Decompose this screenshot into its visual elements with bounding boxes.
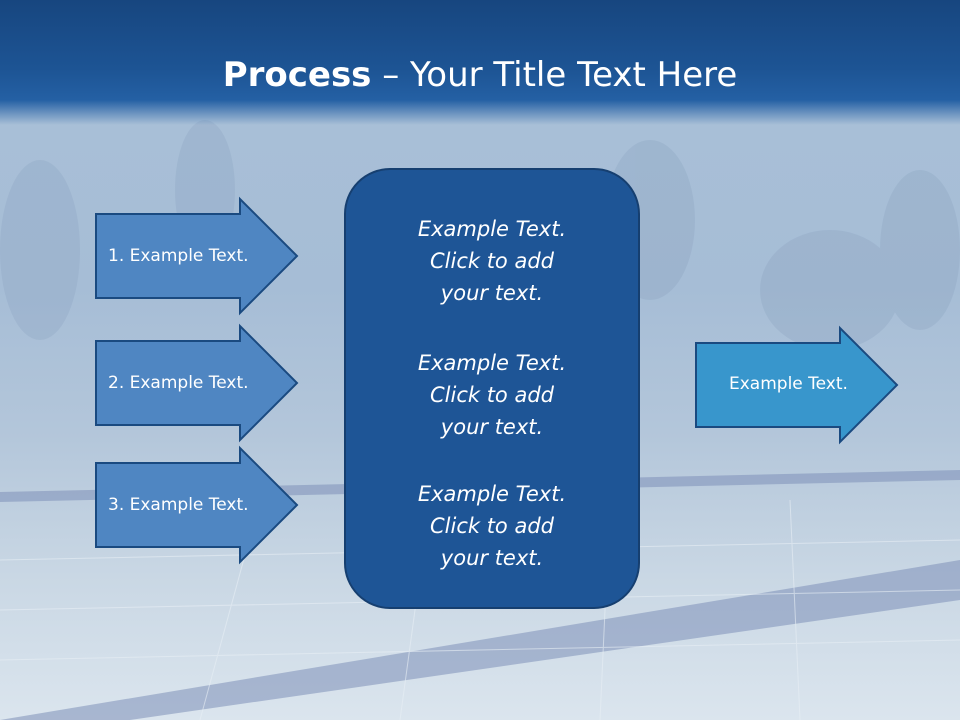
input-arrow-3[interactable] — [95, 445, 299, 565]
center-text-line: your text. — [440, 546, 544, 570]
title-banner — [0, 0, 960, 125]
slide-title[interactable]: Process – Your Title Text Here — [0, 52, 960, 98]
center-text-line: Example Text. — [417, 217, 567, 241]
center-text-line: your text. — [440, 415, 544, 439]
center-text-line: Click to add — [429, 383, 554, 407]
center-text-line: Example Text. — [417, 482, 567, 506]
center-text-line: Click to add — [429, 514, 554, 538]
center-text-line: Example Text. — [417, 351, 567, 375]
center-text-block-3: Example Text. Click to add your text. — [345, 478, 639, 574]
title-rest-part: – Your Title Text Here — [371, 55, 738, 95]
center-text-block-1: Example Text. Click to add your text. — [345, 213, 639, 309]
input-label-1: 1. Example Text. — [108, 246, 249, 266]
title-bold-part: Process — [222, 55, 372, 95]
input-label-3: 3. Example Text. — [108, 495, 249, 515]
output-arrow[interactable] — [695, 325, 899, 445]
center-text-block-2: Example Text. Click to add your text. — [345, 347, 639, 443]
input-arrow-2[interactable] — [95, 323, 299, 443]
center-text-line: your text. — [440, 281, 544, 305]
center-text-line: Click to add — [429, 249, 554, 273]
center-process-box[interactable] — [344, 168, 640, 609]
input-arrow-1[interactable] — [95, 196, 299, 316]
output-label: Example Text. — [729, 374, 848, 394]
input-label-2: 2. Example Text. — [108, 373, 249, 393]
